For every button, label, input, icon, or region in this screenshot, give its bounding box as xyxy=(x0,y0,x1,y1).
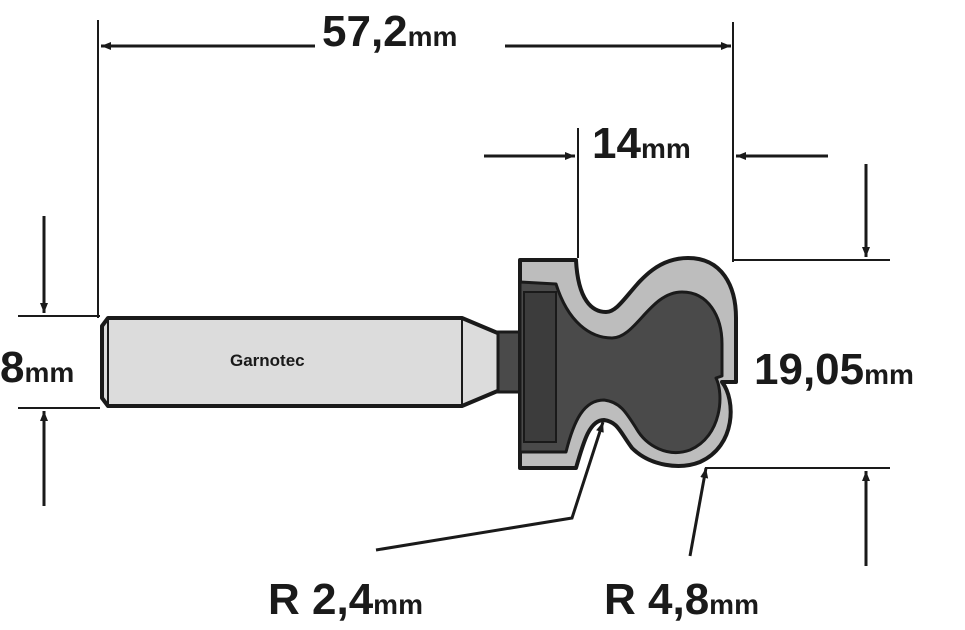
cutter-neck xyxy=(496,330,522,394)
cut-length-label: 14mm xyxy=(592,119,691,168)
shank xyxy=(100,316,502,408)
cutter-head xyxy=(496,256,738,470)
overall-length-label: 57,2mm xyxy=(322,7,457,56)
cutter-body xyxy=(518,280,724,455)
radius-small-leader xyxy=(375,421,605,552)
shank-diameter-label: 8mm xyxy=(0,343,74,392)
radius-small-label: R 2,4mm xyxy=(268,575,423,624)
cutter-hub xyxy=(523,291,557,443)
radius-large-leader xyxy=(688,467,709,557)
dimension-lines xyxy=(18,20,890,566)
cut-diameter-label: 19,05mm xyxy=(754,345,914,394)
radius-large-label: R 4,8mm xyxy=(604,575,759,624)
brand-label: Garnotec xyxy=(230,351,305,370)
